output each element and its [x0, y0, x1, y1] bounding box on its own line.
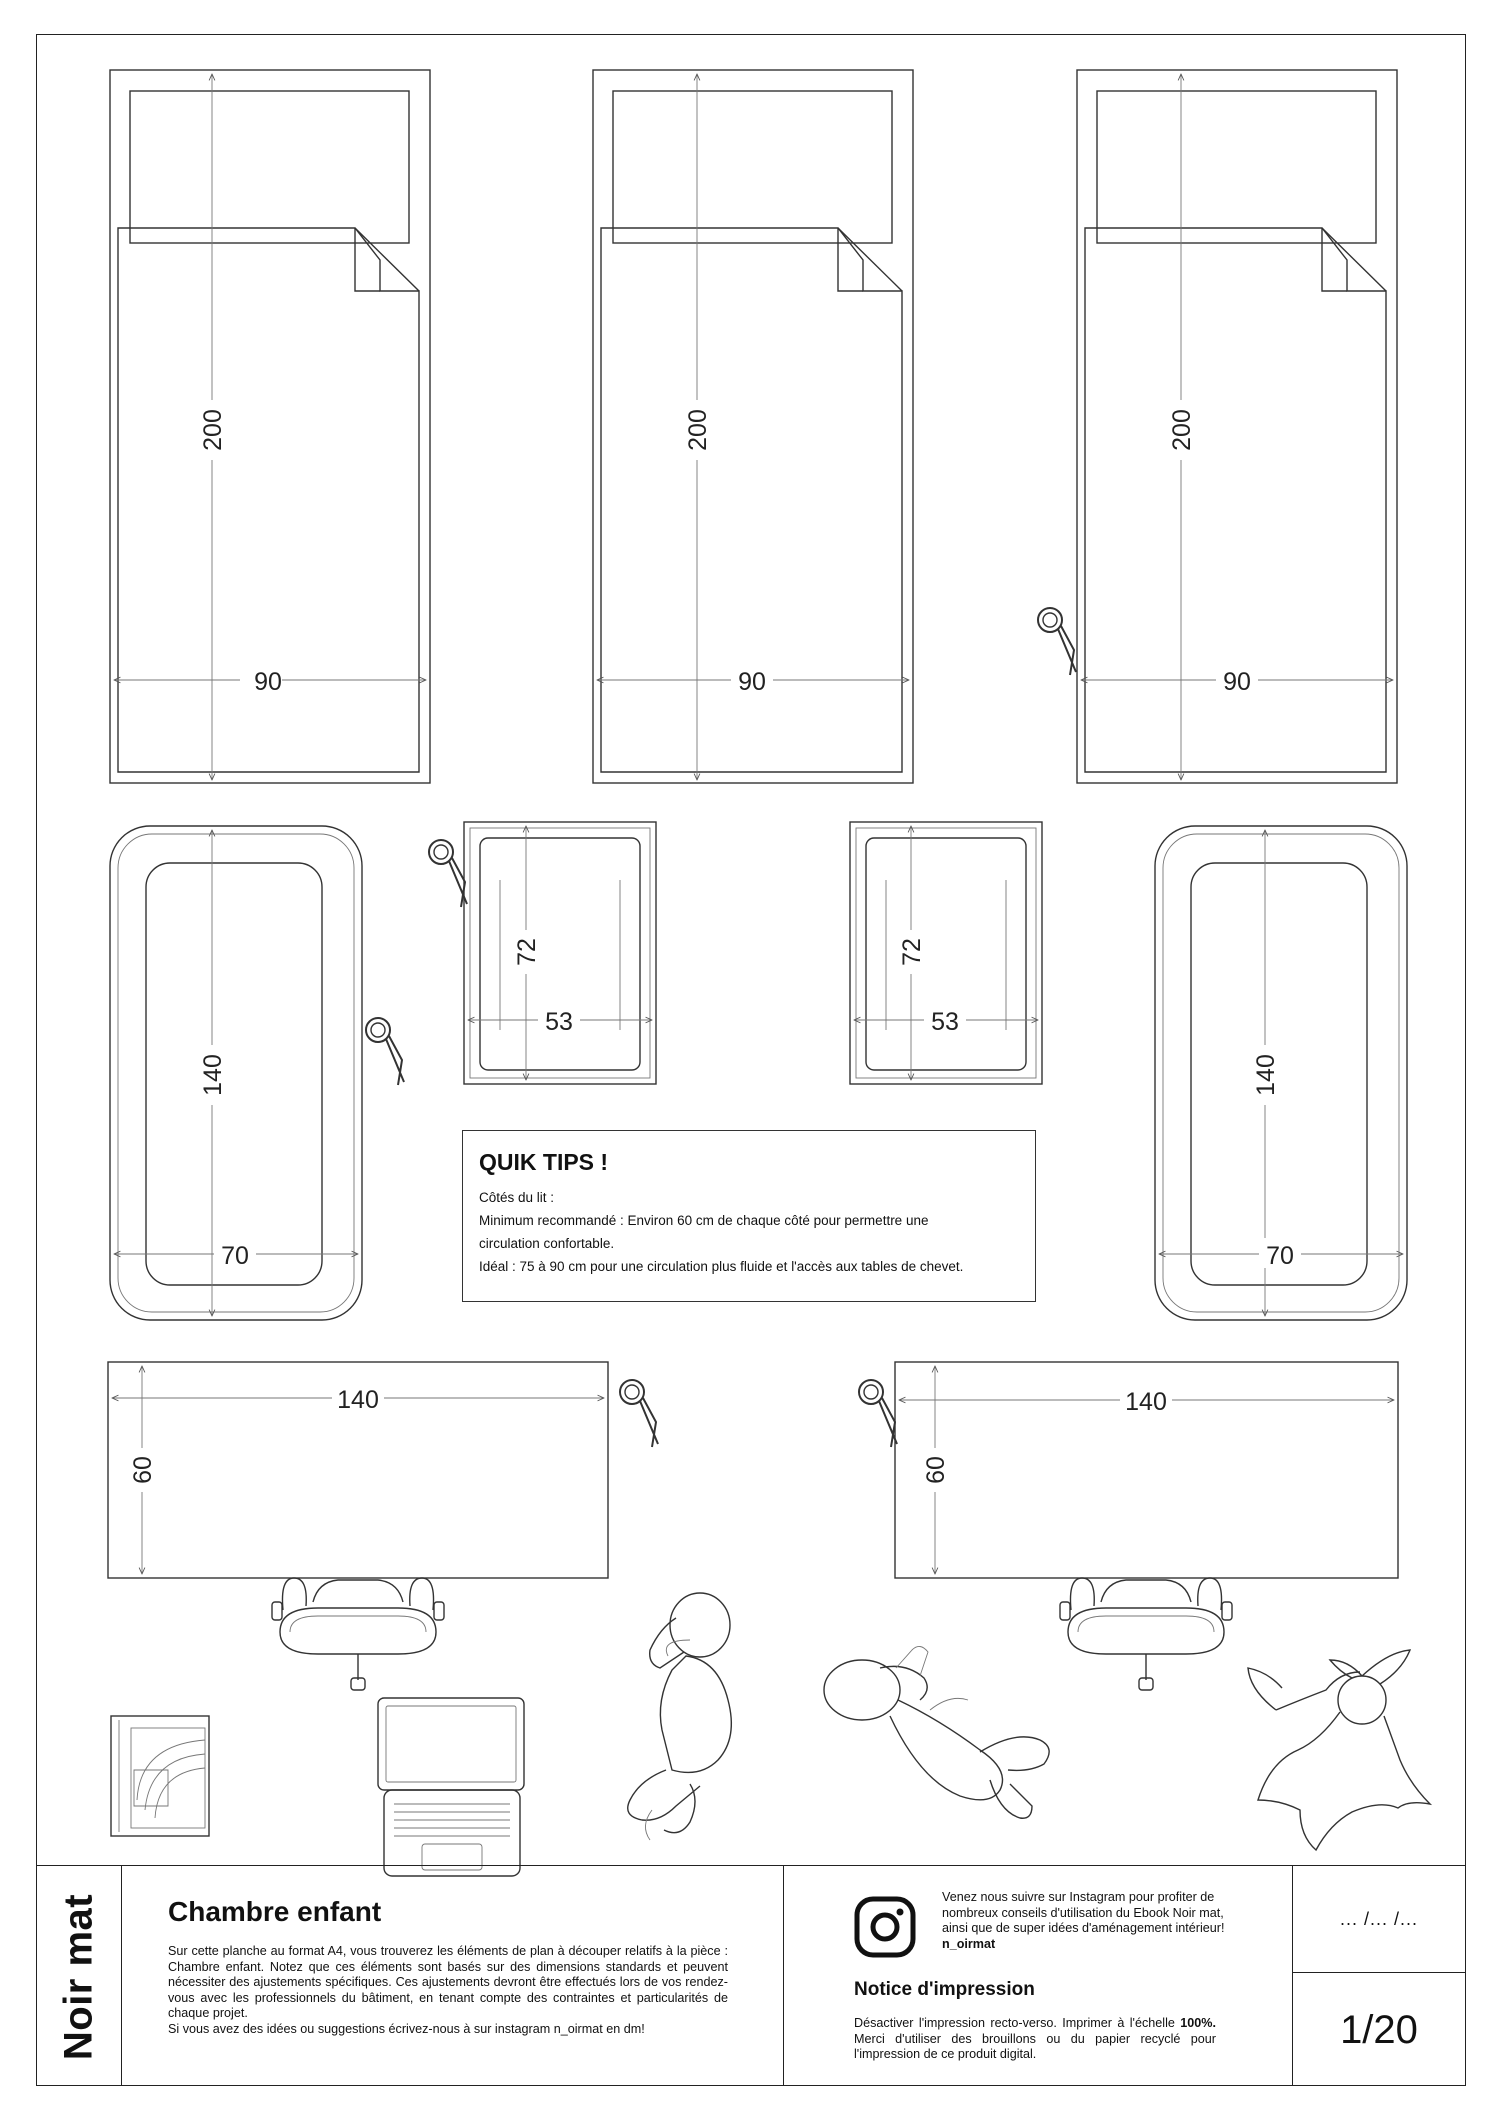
- sheet-border: [36, 34, 1466, 2086]
- bed-1-length: 200: [199, 409, 227, 451]
- bed-2-width: 90: [738, 668, 766, 696]
- scissors-icon: [365, 1017, 405, 1086]
- cot-left-length: 140: [199, 1054, 227, 1096]
- divider: [783, 1866, 784, 2086]
- date-placeholder: ... /... /...: [1339, 1908, 1418, 1929]
- nightstand-right-width: 53: [931, 1008, 959, 1036]
- bed-1-width: 90: [254, 668, 282, 696]
- comforter-toy-icon: [1247, 1649, 1433, 1852]
- notice-scale: 100%.: [1180, 2016, 1216, 2030]
- desk-left: 140 60: [107, 1361, 609, 1579]
- desk-right: 140 60: [894, 1361, 1399, 1579]
- footer: Noir mat Chambre enfant Sur cette planch…: [36, 1865, 1466, 2086]
- notice-text-part-2: Merci d'utiliser des brouillons ou du pa…: [854, 2031, 1216, 2062]
- desk-right-length: 140: [1125, 1388, 1167, 1416]
- bed-3-length: 200: [1168, 409, 1196, 451]
- description: Sur cette planche au format A4, vous tro…: [168, 1944, 728, 2037]
- tips-line-3: circulation confortable.: [479, 1236, 615, 1251]
- tips-line-2: Minimum recommandé : Environ 60 cm de ch…: [479, 1213, 929, 1228]
- divider: [121, 1866, 122, 2086]
- desk-left-length: 140: [337, 1386, 379, 1414]
- tips-line-4: Idéal : 75 à 90 cm pour une circulation …: [479, 1259, 964, 1274]
- scissors-icon: [428, 839, 468, 908]
- instagram-promo: Venez nous suivre sur Instagram pour pro…: [942, 1890, 1232, 1952]
- desk-right-depth: 60: [922, 1456, 950, 1484]
- instagram-promo-text: Venez nous suivre sur Instagram pour pro…: [942, 1890, 1225, 1935]
- bed-3: 90 200: [1076, 69, 1398, 784]
- tips-line-1: Côtés du lit :: [479, 1190, 555, 1205]
- cot-right-width: 70: [1266, 1242, 1294, 1270]
- bed-1: 90 200: [109, 69, 431, 784]
- date-field[interactable]: ... /... /...: [1292, 1866, 1466, 1972]
- office-chair-icon: [1059, 1577, 1233, 1691]
- divider: [1292, 1866, 1293, 2086]
- nightstand-right: 53 72: [849, 821, 1043, 1085]
- book-icon: [110, 1715, 210, 1837]
- brand-logo: Noir mat: [36, 1866, 121, 2087]
- notice-text-part-1: Désactiver l'impression recto-verso. Imp…: [854, 2016, 1175, 2030]
- cot-left: 70 140: [109, 825, 363, 1321]
- page-number: 1/20: [1340, 2007, 1418, 2052]
- notice-title: Notice d'impression: [854, 1979, 1035, 2000]
- desk-left-depth: 60: [129, 1456, 157, 1484]
- page-title: Chambre enfant: [168, 1896, 382, 1927]
- instagram-handle[interactable]: n_oirmat: [942, 1936, 996, 1951]
- laptop-icon: [377, 1697, 525, 1877]
- page-number-cell: 1/20: [1292, 1972, 1466, 2087]
- bed-2-length: 200: [684, 409, 712, 451]
- suggestion-text: Si vous avez des idées ou suggestions éc…: [168, 2021, 645, 2036]
- description-text: Sur cette planche au format A4, vous tro…: [168, 1944, 728, 2020]
- scissors-icon: [858, 1379, 898, 1448]
- scissors-icon: [1037, 607, 1077, 676]
- quick-tips-box: QUIK TIPS ! Côtés du lit : Minimum recom…: [462, 1130, 1036, 1302]
- office-chair-icon: [271, 1577, 445, 1691]
- tips-title: QUIK TIPS !: [479, 1149, 609, 1175]
- notice-text: Désactiver l'impression recto-verso. Imp…: [854, 2016, 1216, 2063]
- nightstand-left-depth: 72: [513, 938, 541, 966]
- nightstand-right-depth: 72: [898, 938, 926, 966]
- scissors-icon: [619, 1379, 659, 1448]
- cot-right-length: 140: [1252, 1054, 1280, 1096]
- cot-right: 70 140: [1154, 825, 1408, 1321]
- bed-3-width: 90: [1223, 668, 1251, 696]
- nightstand-left-width: 53: [545, 1008, 573, 1036]
- bed-2: 90 200: [592, 69, 914, 784]
- baby-icon: [627, 1592, 733, 1841]
- baby-lying-icon: [823, 1646, 1050, 1819]
- nightstand-left: 53 72: [463, 821, 657, 1085]
- brand-name: Noir mat: [56, 1893, 100, 2060]
- instagram-icon[interactable]: [854, 1896, 916, 1958]
- cot-left-width: 70: [221, 1242, 249, 1270]
